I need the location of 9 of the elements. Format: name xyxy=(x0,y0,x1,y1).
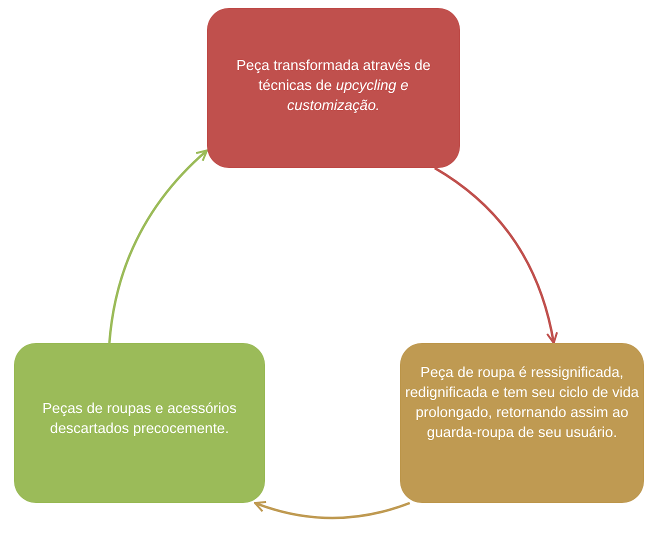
box-text: Peças de roupas e acessórios descartados precocemente. xyxy=(41,400,238,439)
curved-arrow xyxy=(254,500,410,520)
process-box xyxy=(207,8,460,168)
process-box xyxy=(14,343,265,503)
curved-arrow xyxy=(108,149,208,344)
curved-arrow xyxy=(434,166,558,344)
box-text: Peça transformada através de técnicas de upcycling e customização. xyxy=(235,57,432,116)
process-box xyxy=(400,343,644,503)
box-text: Peça de roupa é ressignificada, redignificada e tem seu ciclo de vida prolongado, retornando assim ao guarda-roupa de seu usuário. xyxy=(404,364,640,443)
